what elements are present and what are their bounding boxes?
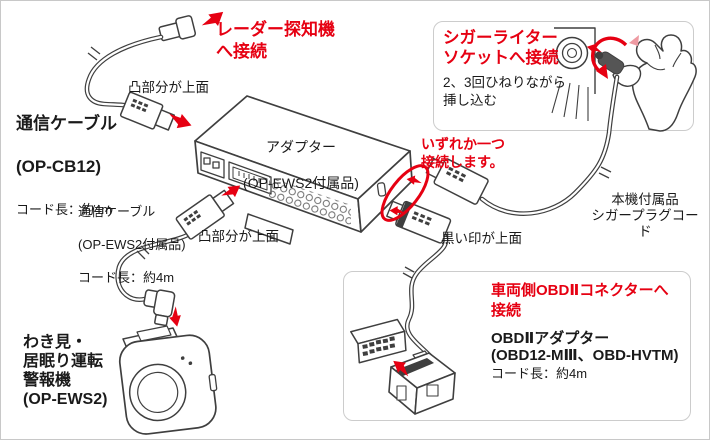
cigar-callout-instruction: 2、3回ひねりながら 挿し込む	[443, 75, 567, 108]
cigar-cord-label: 本機付属品 シガープラグコード	[591, 192, 699, 239]
obd-cord-length: コード長：約4m	[491, 366, 588, 381]
obd-product-model: (OBD12-MⅢ、OBD-HVTM)	[491, 347, 679, 364]
either-one-indicator	[380, 164, 430, 222]
ews2-cable-illustration	[115, 189, 235, 327]
radar-connect-label: レーダー探知機 へ接続	[216, 20, 335, 61]
cigar-socket-illustration	[551, 27, 697, 132]
comm-cable-cb12-label: 通信ケーブル (OP-CB12) コード長：約4m	[16, 93, 117, 239]
adapter-name: アダプター	[266, 138, 336, 155]
warning-device-illustration	[118, 325, 218, 435]
twist-ghost-arrowhead	[629, 35, 639, 46]
comm-cable-ews2-model: (OP-EWS2付属品)	[78, 236, 186, 252]
cigar-cord-illustration	[425, 74, 620, 216]
black-mark-label: 黒い印が上面	[441, 231, 522, 246]
comm-cable-ews2-label: 通信ケーブル (OP-EWS2付属品) コード長：約4m	[78, 187, 186, 303]
protrusion-top-label-1: 凸部分が上面	[128, 80, 209, 95]
warning-device-label: わき見・ 居眠り運転 警報機 (OP-EWS2)	[23, 334, 108, 408]
obd-product-name: OBDⅡアダプター	[491, 330, 610, 347]
cb12-cable-illustration	[84, 15, 197, 131]
twist-rotation-arrow	[590, 35, 639, 79]
comm-cable-cb12-length: コード長：約4m	[16, 201, 113, 217]
cigar-callout-title: シガーライター ソケットへ接続	[443, 29, 559, 67]
adapter-label: アダプター (OP-EWS2付属品)	[230, 121, 372, 211]
protrusion-top-label-2: 凸部分が上面	[198, 229, 279, 244]
adapter-model: (OP-EWS2付属品)	[243, 174, 359, 191]
comm-cable-ews2-name: 通信ケーブル	[78, 203, 156, 219]
obd-callout-title: 車両側OBDⅡコネクターへ 接続	[491, 282, 669, 319]
comm-cable-cb12-name: 通信ケーブル	[16, 114, 117, 134]
obd-adapter-illustration	[350, 318, 456, 415]
comm-cable-cb12-model: (OP-CB12)	[16, 156, 102, 176]
adapter-illustration	[194, 95, 413, 245]
either-one-label: いずれか一つ 接続します。	[421, 136, 505, 170]
comm-cable-ews2-length: コード長：約4m	[78, 270, 175, 286]
